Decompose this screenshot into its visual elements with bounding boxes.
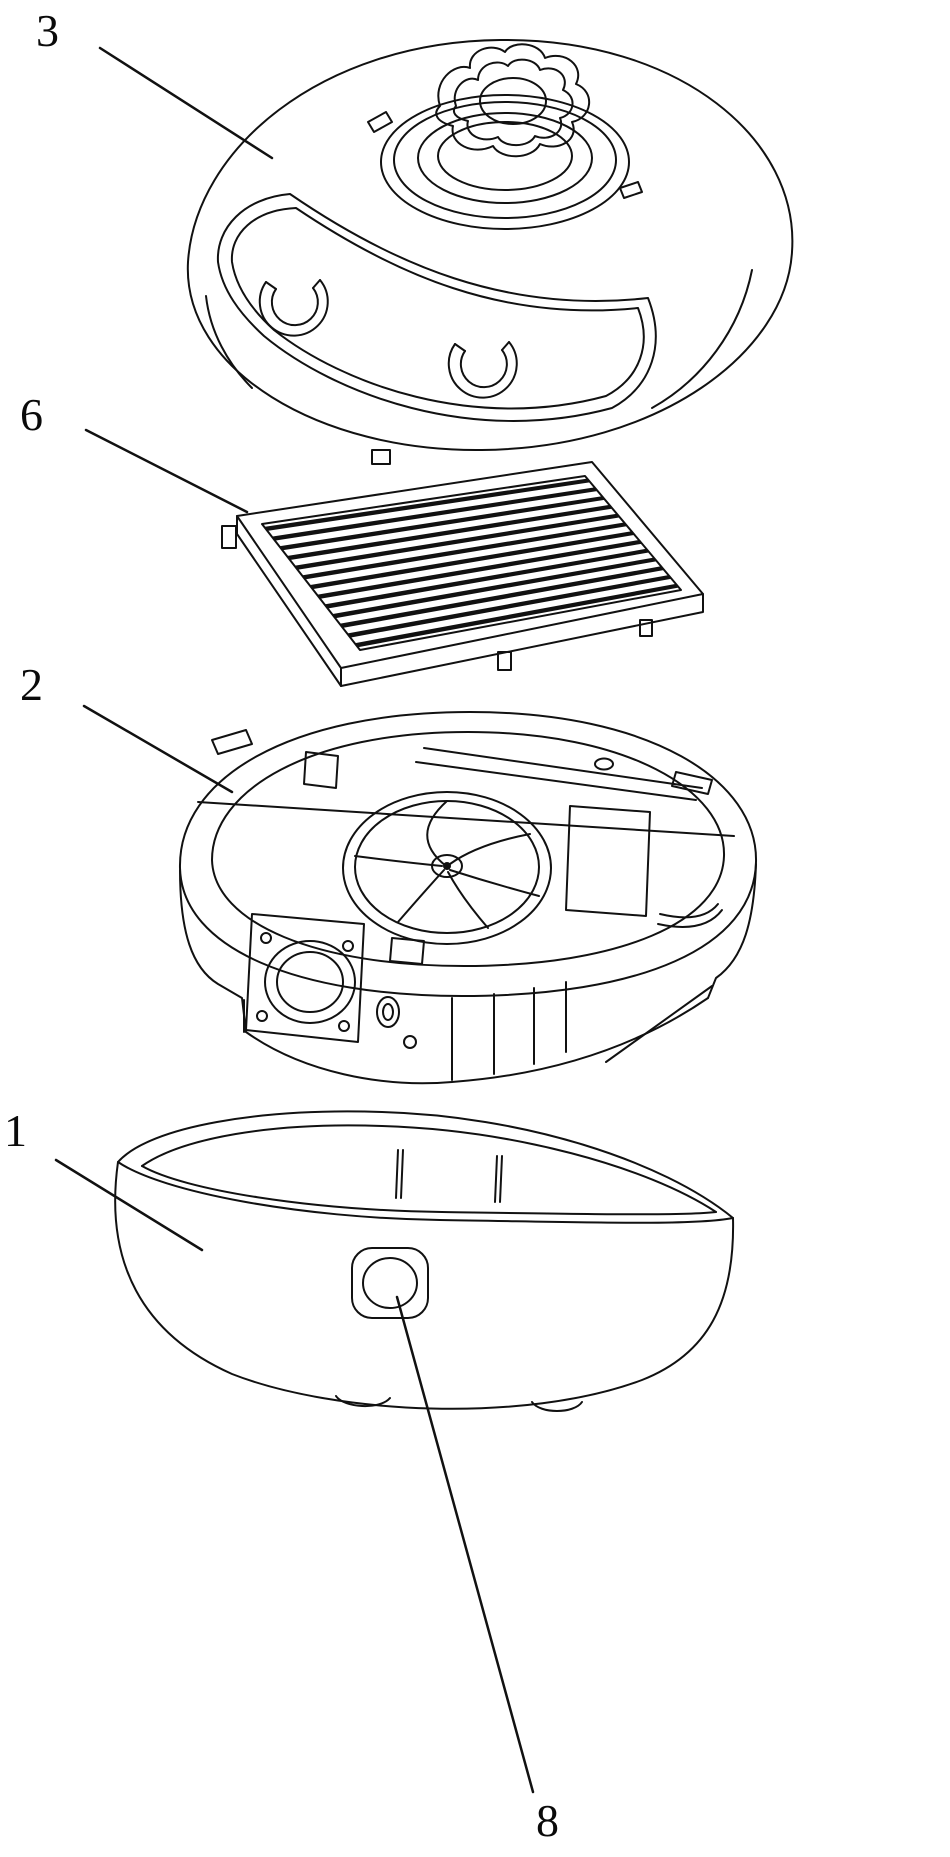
grille-slat: [271, 487, 598, 541]
label-part-8: 8: [536, 1795, 559, 1846]
base-rim-back: [117, 1110, 734, 1219]
grille-slat: [309, 531, 635, 590]
leader-line-8: [395, 1295, 535, 1794]
grille-slat: [279, 496, 606, 551]
base-rim-inner-front: [141, 1165, 717, 1216]
leader-line-3: [98, 46, 274, 160]
base-shell-part: [114, 1110, 735, 1412]
base-inner-dividers: [395, 1149, 503, 1203]
motor-bracket: [245, 913, 417, 1049]
label-part-2: 2: [20, 659, 43, 710]
label-part-3: 3: [36, 5, 59, 56]
top-cover-outline: [186, 38, 794, 452]
c-cutout-right: [447, 341, 518, 399]
screw-hole: [594, 757, 614, 771]
leader-line-6: [84, 428, 249, 514]
motor-port-inner: [276, 951, 344, 1013]
port-opening: [362, 1257, 418, 1309]
recessed-panel: [216, 193, 657, 422]
leader-lines: [54, 46, 535, 1794]
middle-housing-part: [178, 711, 758, 1085]
deck-edge: [197, 801, 735, 837]
label-part-6: 6: [20, 389, 43, 440]
grille-slat: [294, 513, 620, 570]
leader-line-2: [82, 704, 234, 794]
inner-box: [565, 805, 651, 917]
knob: [435, 43, 591, 158]
rim-tabs: [211, 729, 713, 795]
grille-tab-top: [371, 449, 391, 465]
housing-diagonal: [605, 985, 713, 1063]
base-feet: [335, 1395, 583, 1412]
side-port: [351, 1247, 429, 1319]
grille-slat: [286, 504, 613, 560]
top-cover-inner-edge-left: [205, 295, 253, 389]
housing-wall-left: [179, 869, 247, 1033]
small-boss: [389, 937, 425, 965]
deck-plate: [415, 747, 703, 801]
port-bezel: [351, 1247, 429, 1319]
grille-slats: [264, 478, 679, 648]
grille-slat: [354, 583, 679, 648]
housing-rim-inner: [211, 731, 726, 967]
grille-side-face-left: [236, 515, 342, 687]
grille-slat: [302, 522, 628, 580]
grille-slat: [332, 557, 657, 619]
label-part-1: 1: [4, 1105, 27, 1156]
vent-ring-inner: [437, 121, 573, 191]
base-body-outline: [114, 1161, 735, 1410]
grille-foot-right: [639, 619, 653, 637]
vent-ring: [367, 94, 643, 230]
inner-boss: [303, 751, 339, 789]
base-rim-inner-back: [141, 1124, 717, 1213]
housing-rim-outer: [178, 711, 758, 997]
vent-ring-outer: [380, 94, 630, 230]
fan-hub: [431, 854, 463, 878]
base-rim-front: [117, 1161, 734, 1224]
grille-clip-left: [221, 525, 237, 549]
grille-part: [221, 449, 704, 687]
grille-slat: [317, 540, 642, 599]
c-cutout-left: [258, 279, 329, 337]
grille-slat: [339, 566, 665, 628]
motor-port-outer: [264, 940, 356, 1024]
grille-side-face-front: [340, 593, 704, 687]
ring-lug-left: [367, 111, 393, 133]
fan-recess: [342, 791, 552, 945]
grille-slat: [347, 575, 672, 638]
grille-foot-left: [497, 651, 512, 671]
grille-slat: [324, 548, 650, 609]
fan: [342, 791, 552, 945]
leader-line-1: [54, 1158, 204, 1252]
top-cover-inner-edge-right: [651, 269, 753, 409]
housing-wall-right: [707, 863, 757, 999]
ring-lug-right: [619, 181, 643, 199]
drawing-root: [54, 38, 794, 1794]
grille-slat: [264, 478, 591, 531]
top-cover-part: [186, 38, 794, 452]
rim-handle-right: [657, 903, 723, 928]
housing-ribs: [243, 981, 567, 1081]
